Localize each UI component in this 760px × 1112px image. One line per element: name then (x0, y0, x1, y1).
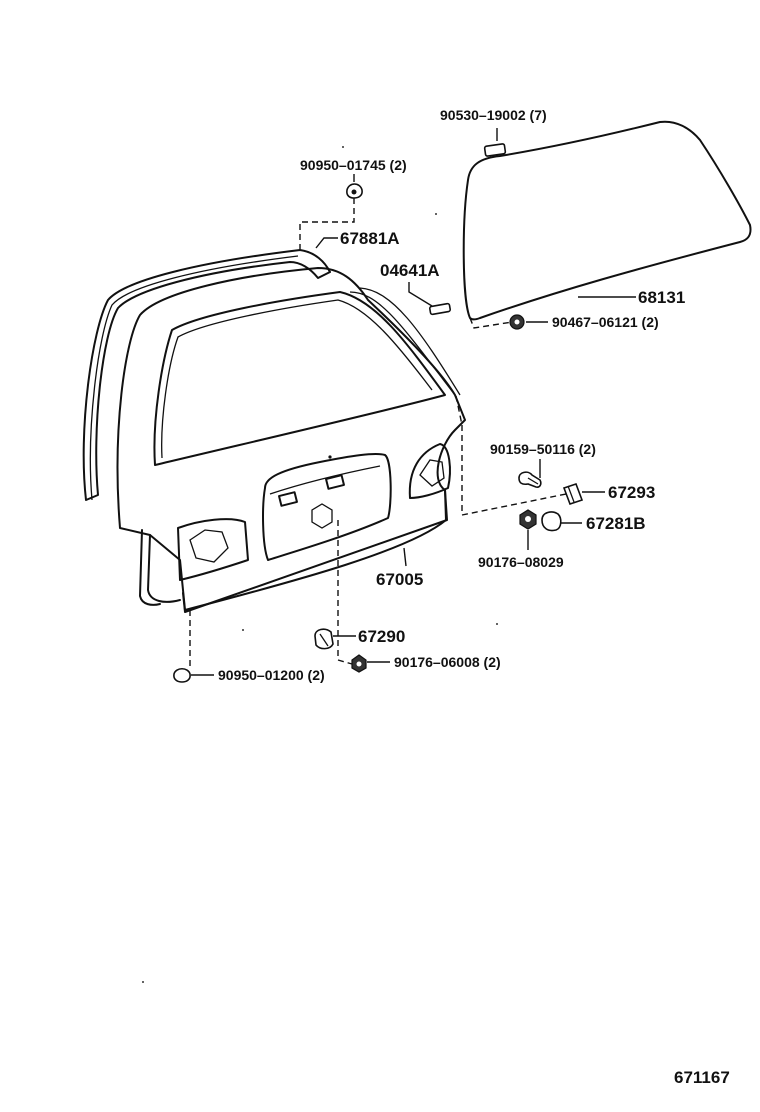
part-label-68131: 68131 (638, 288, 685, 307)
part-label-67281b: 67281B (586, 514, 646, 533)
clip-90950-01745 (346, 183, 363, 199)
part-label-04641a: 04641A (380, 261, 440, 280)
back-window-glass-68131 (462, 120, 752, 321)
part-label-90176-08029: 90176–08029 (478, 554, 564, 570)
part-label-90159-50116: 90159–50116 (2) (490, 441, 596, 457)
installation-lines (189, 198, 567, 670)
diagram-id: 671167 (674, 1068, 730, 1087)
clip-90530 (483, 143, 507, 157)
clip-90950-01200 (173, 667, 191, 683)
part-label-90950-01745: 90950–01745 (2) (300, 157, 407, 173)
leader-lines (191, 128, 636, 676)
nut-90176-08029 (519, 509, 537, 530)
spacer-04641a (428, 302, 452, 316)
part-label-67293: 67293 (608, 483, 655, 502)
weatherstrip-67881a (82, 249, 331, 501)
part-label-90530-19002: 90530–19002 (7) (440, 107, 547, 123)
screw-90159 (518, 471, 542, 488)
nut-90176-06008 (351, 654, 367, 673)
clip-90467 (509, 314, 525, 330)
back-door-panel-67005 (116, 267, 466, 613)
part-label-67290: 67290 (358, 627, 405, 646)
part-label-67005: 67005 (376, 570, 423, 589)
part-labels: 90530–19002 (7) 90950–01745 (2) 67881A 0… (218, 107, 685, 683)
part-label-90467-06121: 90467–06121 (2) (552, 314, 659, 330)
stopper-67293 (562, 482, 584, 506)
part-label-67881a: 67881A (340, 229, 400, 248)
part-label-90950-01200: 90950–01200 (2) (218, 667, 325, 683)
bumper-67290 (314, 628, 334, 650)
cushion-67281b (541, 511, 562, 532)
part-label-90176-06008: 90176–06008 (2) (394, 654, 501, 670)
